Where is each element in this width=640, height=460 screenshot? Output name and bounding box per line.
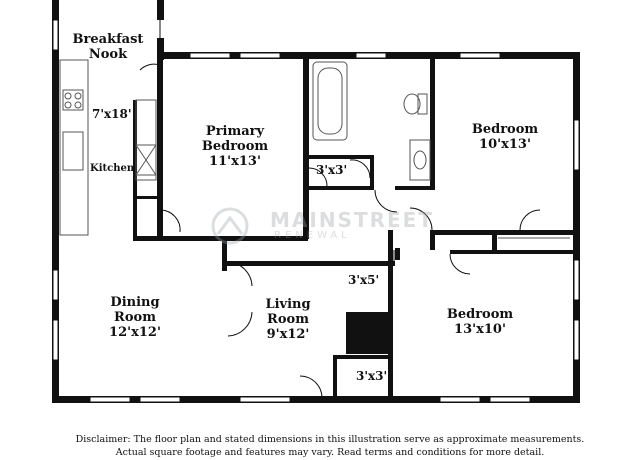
room-breakfast-nook: Breakfast Nook <box>68 32 148 62</box>
room-name-line1: Primary <box>205 124 265 139</box>
disclaimer-line2: Actual square footage and features may v… <box>115 447 545 458</box>
room-bedroom-northeast: Bedroom 10'x13' <box>455 122 555 152</box>
watermark-logo: MAINSTREET RENEWAL <box>200 206 440 246</box>
kitchen-label: Kitchen <box>90 163 135 174</box>
fixtures <box>59 59 570 239</box>
watermark-sub-text: RENEWAL <box>274 230 351 241</box>
interior-walls <box>133 59 575 400</box>
room-dimension: 9'x12' <box>266 327 310 342</box>
room-primary-bedroom: Primary Bedroom 11'x13' <box>180 124 290 169</box>
room-name-line2: Room <box>267 312 309 327</box>
watermark-main-text: MAINSTREET <box>270 208 434 232</box>
room-name-line2: Nook <box>88 47 128 62</box>
room-dining: Dining Room 12'x12' <box>95 295 175 340</box>
room-name-line2: Bedroom <box>201 139 269 154</box>
bath-closet-dimension: 3'x3' <box>316 163 348 177</box>
room-name-line1: Bedroom <box>446 307 514 322</box>
room-dimension: 11'x13' <box>209 154 261 169</box>
room-name-line2: Room <box>114 310 156 325</box>
room-dimension: 12'x12' <box>109 325 161 340</box>
room-living: Living Room 9'x12' <box>248 297 328 342</box>
kitchen-dimension: 7'x18' <box>92 107 132 121</box>
room-dimension: 13'x10' <box>454 322 506 337</box>
doors <box>139 20 541 399</box>
room-name-line1: Bedroom <box>471 122 539 137</box>
watermark-emblem-icon <box>211 207 249 245</box>
disclaimer-text: Disclaimer: The floor plan and stated di… <box>70 433 590 459</box>
room-name-line1: Breakfast <box>72 32 144 47</box>
room-dimension: 10'x13' <box>479 137 531 152</box>
room-name-line1: Dining <box>110 295 160 310</box>
room-name-line1: Living <box>265 297 311 312</box>
disclaimer-line1: Disclaimer: The floor plan and stated di… <box>75 434 585 445</box>
living-closet-dimension: 3'x3' <box>356 369 388 383</box>
hall-dimension: 3'x5' <box>348 273 380 287</box>
window-openings <box>52 19 580 403</box>
room-bedroom-southeast: Bedroom 13'x10' <box>430 307 530 337</box>
